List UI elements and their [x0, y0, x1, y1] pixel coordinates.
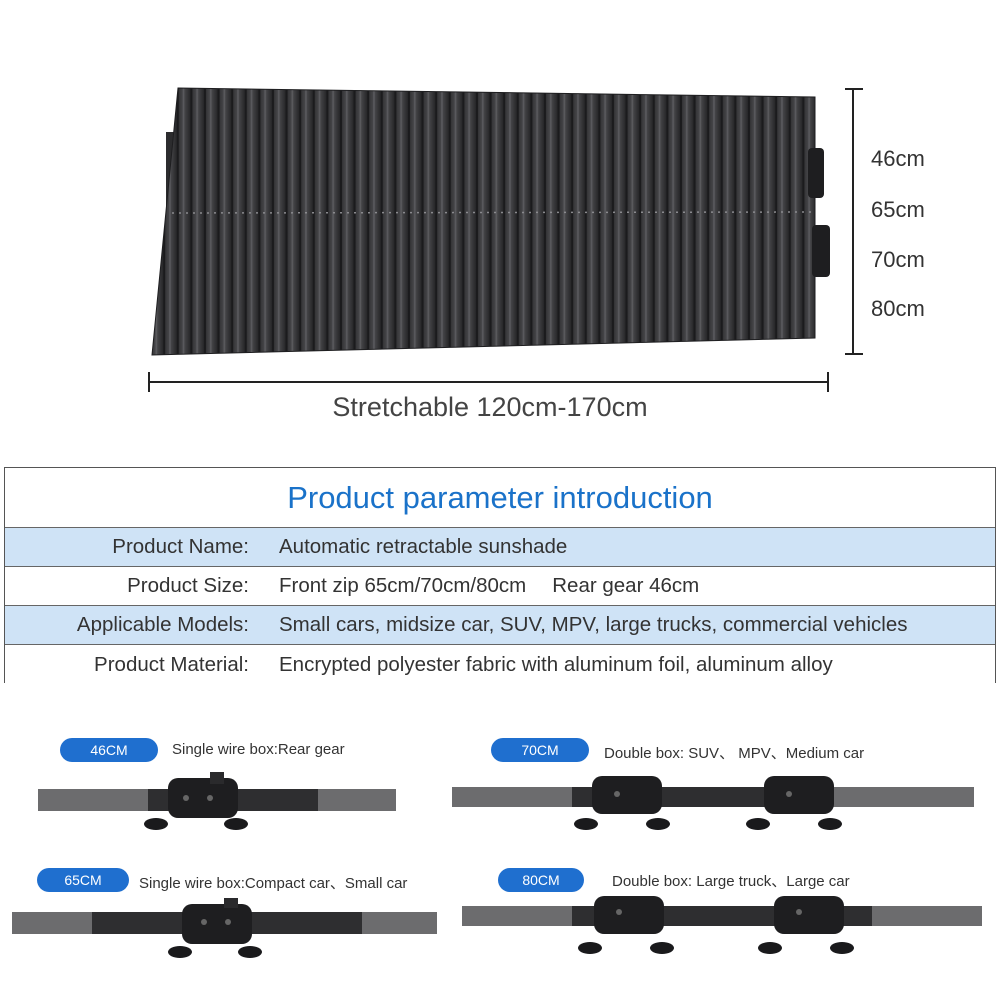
stretch-length-label: Stretchable 120cm-170cm [332, 392, 648, 422]
variant-description-70cm: Double box: SUV、 MPV、Medium car [604, 745, 865, 762]
height-label-65: 65cm [871, 197, 925, 222]
size-badge-70cm: 70CM [491, 738, 589, 762]
param-key: Product Size: [127, 574, 249, 597]
param-value: Small cars, midsize car, SUV, MPV, large… [279, 613, 908, 636]
param-row-size: Product Size: Front zip 65cm/70cm/80cm Re… [5, 567, 995, 606]
param-value-front: Front zip 65cm/70cm/80cm [279, 574, 527, 597]
height-label-46: 46cm [871, 146, 925, 171]
param-value: Automatic retractable sunshade [279, 535, 568, 558]
param-row-models: Applicable Models: Small cars, midsize c… [5, 606, 995, 645]
parameter-table: Product parameter introduction Product N… [4, 467, 996, 684]
rail-image-80cm [462, 896, 982, 954]
sunshade-product-image [148, 87, 863, 392]
rail-image-46cm [38, 772, 396, 830]
height-label-80: 80cm [871, 296, 925, 321]
param-key: Applicable Models: [76, 613, 249, 636]
variant-description-80cm: Double box: Large truck、Large car [612, 873, 850, 890]
param-row-material: Product Material: Encrypted polyester fa… [5, 645, 995, 684]
param-row-name: Product Name: Automatic retractable suns… [5, 528, 995, 567]
height-label-70: 70cm [871, 247, 925, 272]
param-value: Encrypted polyester fabric with aluminum… [279, 652, 833, 676]
param-value-rear: Rear gear 46cm [552, 574, 700, 597]
rail-image-65cm [12, 898, 437, 958]
param-key: Product Name: [112, 535, 249, 558]
variant-description-46cm: Single wire box:Rear gear [172, 741, 345, 758]
size-badge-46cm: 46CM [60, 738, 158, 762]
size-badge-80cm: 80CM [498, 868, 584, 892]
parameter-table-title: Product parameter introduction [5, 468, 995, 528]
size-badge-65cm: 65CM [37, 868, 129, 892]
rail-image-70cm [452, 776, 974, 830]
variant-description-65cm: Single wire box:Compact car、Small car [139, 875, 408, 892]
param-value: Front zip 65cm/70cm/80cm Rear gear 46cm [279, 574, 995, 598]
param-key: Product Material: [94, 652, 249, 676]
